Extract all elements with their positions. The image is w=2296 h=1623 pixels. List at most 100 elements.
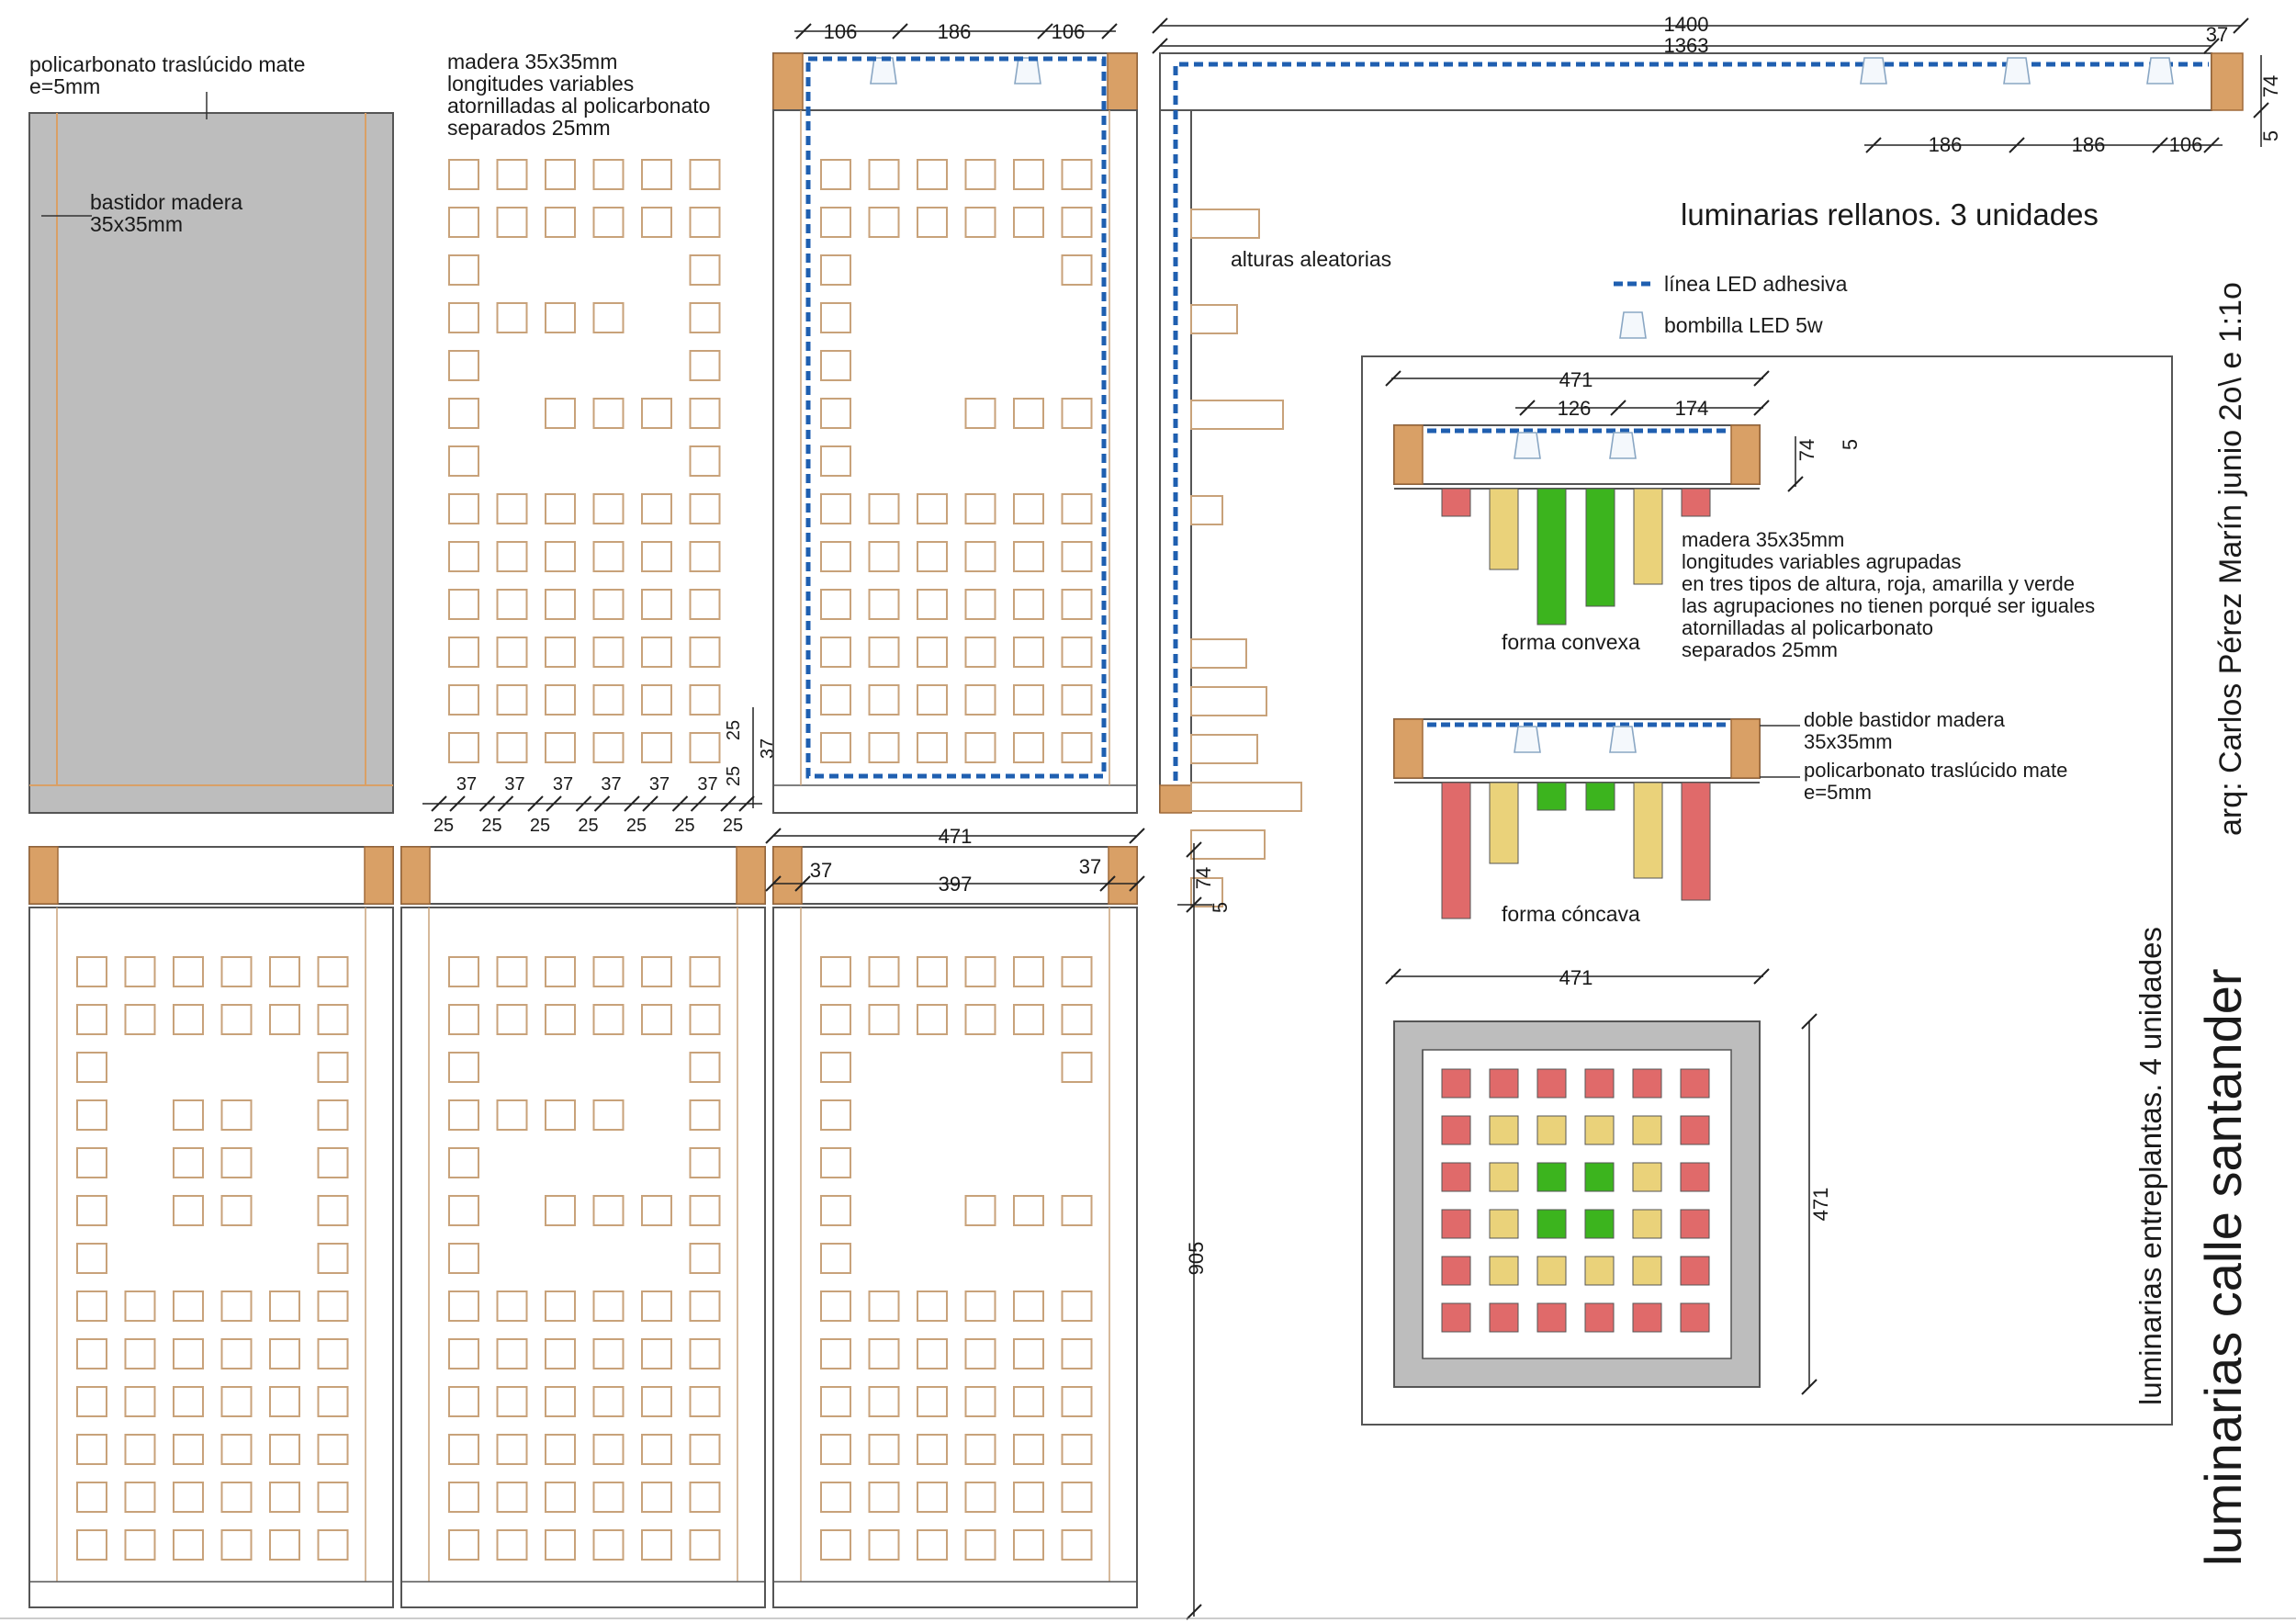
wood-square <box>820 493 851 524</box>
wood-square <box>689 207 721 238</box>
wood-square <box>1013 684 1044 716</box>
dim-37: 37 <box>697 774 717 795</box>
wood-square <box>173 1434 204 1465</box>
wood-square <box>545 207 576 238</box>
wood-square <box>964 637 996 668</box>
wood-square <box>76 1147 107 1178</box>
wood-square <box>689 1099 721 1131</box>
wood-square <box>868 1291 900 1322</box>
green-bar <box>1536 488 1567 626</box>
wood-square <box>820 254 851 286</box>
wood-square <box>317 1052 349 1083</box>
wood-square <box>964 1338 996 1369</box>
wood-square <box>496 1099 528 1131</box>
wood-square <box>689 1195 721 1226</box>
wood-square <box>641 159 672 190</box>
wood-square <box>868 1004 900 1035</box>
wood-square <box>1013 1195 1044 1226</box>
wood-square <box>545 1529 576 1561</box>
panel-note-line1: policarbonato traslúcido mate <box>29 52 305 76</box>
wood-bar <box>1190 304 1238 334</box>
bottom-dimensions <box>765 828 1212 1620</box>
wood-bar <box>1190 829 1266 860</box>
wood-square <box>868 1529 900 1561</box>
wood-square <box>917 493 948 524</box>
wood-square <box>592 956 625 987</box>
wood-square <box>448 1243 479 1274</box>
wood-square <box>496 159 528 190</box>
yellow-square <box>1489 1115 1519 1145</box>
green-bar <box>1585 782 1615 811</box>
wood-square <box>220 1529 253 1561</box>
red-square <box>1441 1302 1471 1333</box>
group-note-line2: longitudes variables agrupadas <box>1682 550 1962 573</box>
red-square <box>1536 1068 1567 1099</box>
wood-square <box>868 732 900 763</box>
wood-square <box>964 684 996 716</box>
group-note-line4: las agrupaciones no tienen porqué ser ig… <box>1682 594 2095 617</box>
wood-square <box>964 1434 996 1465</box>
wood-square <box>964 1529 996 1561</box>
wood-square <box>448 1434 479 1465</box>
wood-square <box>317 956 349 987</box>
dim-1363: 1363 <box>1664 34 1709 57</box>
dim-126: 126 <box>1558 397 1592 420</box>
wood-bar <box>1190 782 1302 812</box>
wood-square <box>917 956 948 987</box>
wood-square <box>1061 684 1093 716</box>
wood-square <box>448 956 479 987</box>
wood-note-line3: atornilladas al policarbonato <box>447 94 710 118</box>
wood-square <box>917 1291 948 1322</box>
wood-square <box>76 1338 107 1369</box>
wood-square <box>964 1004 996 1035</box>
wood-square <box>1013 159 1044 190</box>
wood-square <box>448 1291 479 1322</box>
convex-label: forma convexa <box>1502 630 1640 654</box>
red-square <box>1632 1068 1662 1099</box>
wood-square <box>689 1434 721 1465</box>
wood-square <box>317 1338 349 1369</box>
dim-25: 25 <box>530 816 550 836</box>
wood-square <box>124 1434 156 1465</box>
dim-25: 25 <box>674 816 694 836</box>
wood-square <box>76 1291 107 1322</box>
wood-note-line2: longitudes variables <box>447 72 634 96</box>
wood-square <box>1013 1004 1044 1035</box>
wood-square <box>448 541 479 572</box>
wood-square <box>868 207 900 238</box>
red-square <box>1441 1115 1471 1145</box>
wood-square <box>173 1195 204 1226</box>
wood-square <box>820 1099 851 1131</box>
green-square <box>1584 1162 1615 1192</box>
dim-25: 25 <box>626 816 647 836</box>
wood-square <box>269 956 300 987</box>
wood-square <box>689 1147 721 1178</box>
wood-square <box>964 541 996 572</box>
wood-square <box>545 684 576 716</box>
wood-square <box>917 1482 948 1513</box>
wood-square <box>1013 1338 1044 1369</box>
dim-37: 37 <box>456 774 477 795</box>
wood-square <box>689 1338 721 1369</box>
red-square <box>1680 1209 1710 1239</box>
wood-square <box>220 1291 253 1322</box>
wood-square <box>269 1482 300 1513</box>
yellow-square <box>1584 1256 1615 1286</box>
wood-square <box>545 541 576 572</box>
wood-square <box>1061 589 1093 620</box>
wood-square <box>917 541 948 572</box>
wood-square <box>545 302 576 333</box>
wood-square <box>820 159 851 190</box>
wood-square <box>496 1004 528 1035</box>
wood-square <box>220 1147 253 1178</box>
wood-square <box>641 398 672 429</box>
wood-square <box>124 1291 156 1322</box>
wood-square <box>1061 1052 1093 1083</box>
convex-section <box>1385 370 1804 492</box>
green-bar <box>1536 782 1567 811</box>
wood-square <box>124 1529 156 1561</box>
wood-square <box>220 956 253 987</box>
wood-square <box>641 1004 672 1035</box>
dim-397: 397 <box>939 873 973 896</box>
